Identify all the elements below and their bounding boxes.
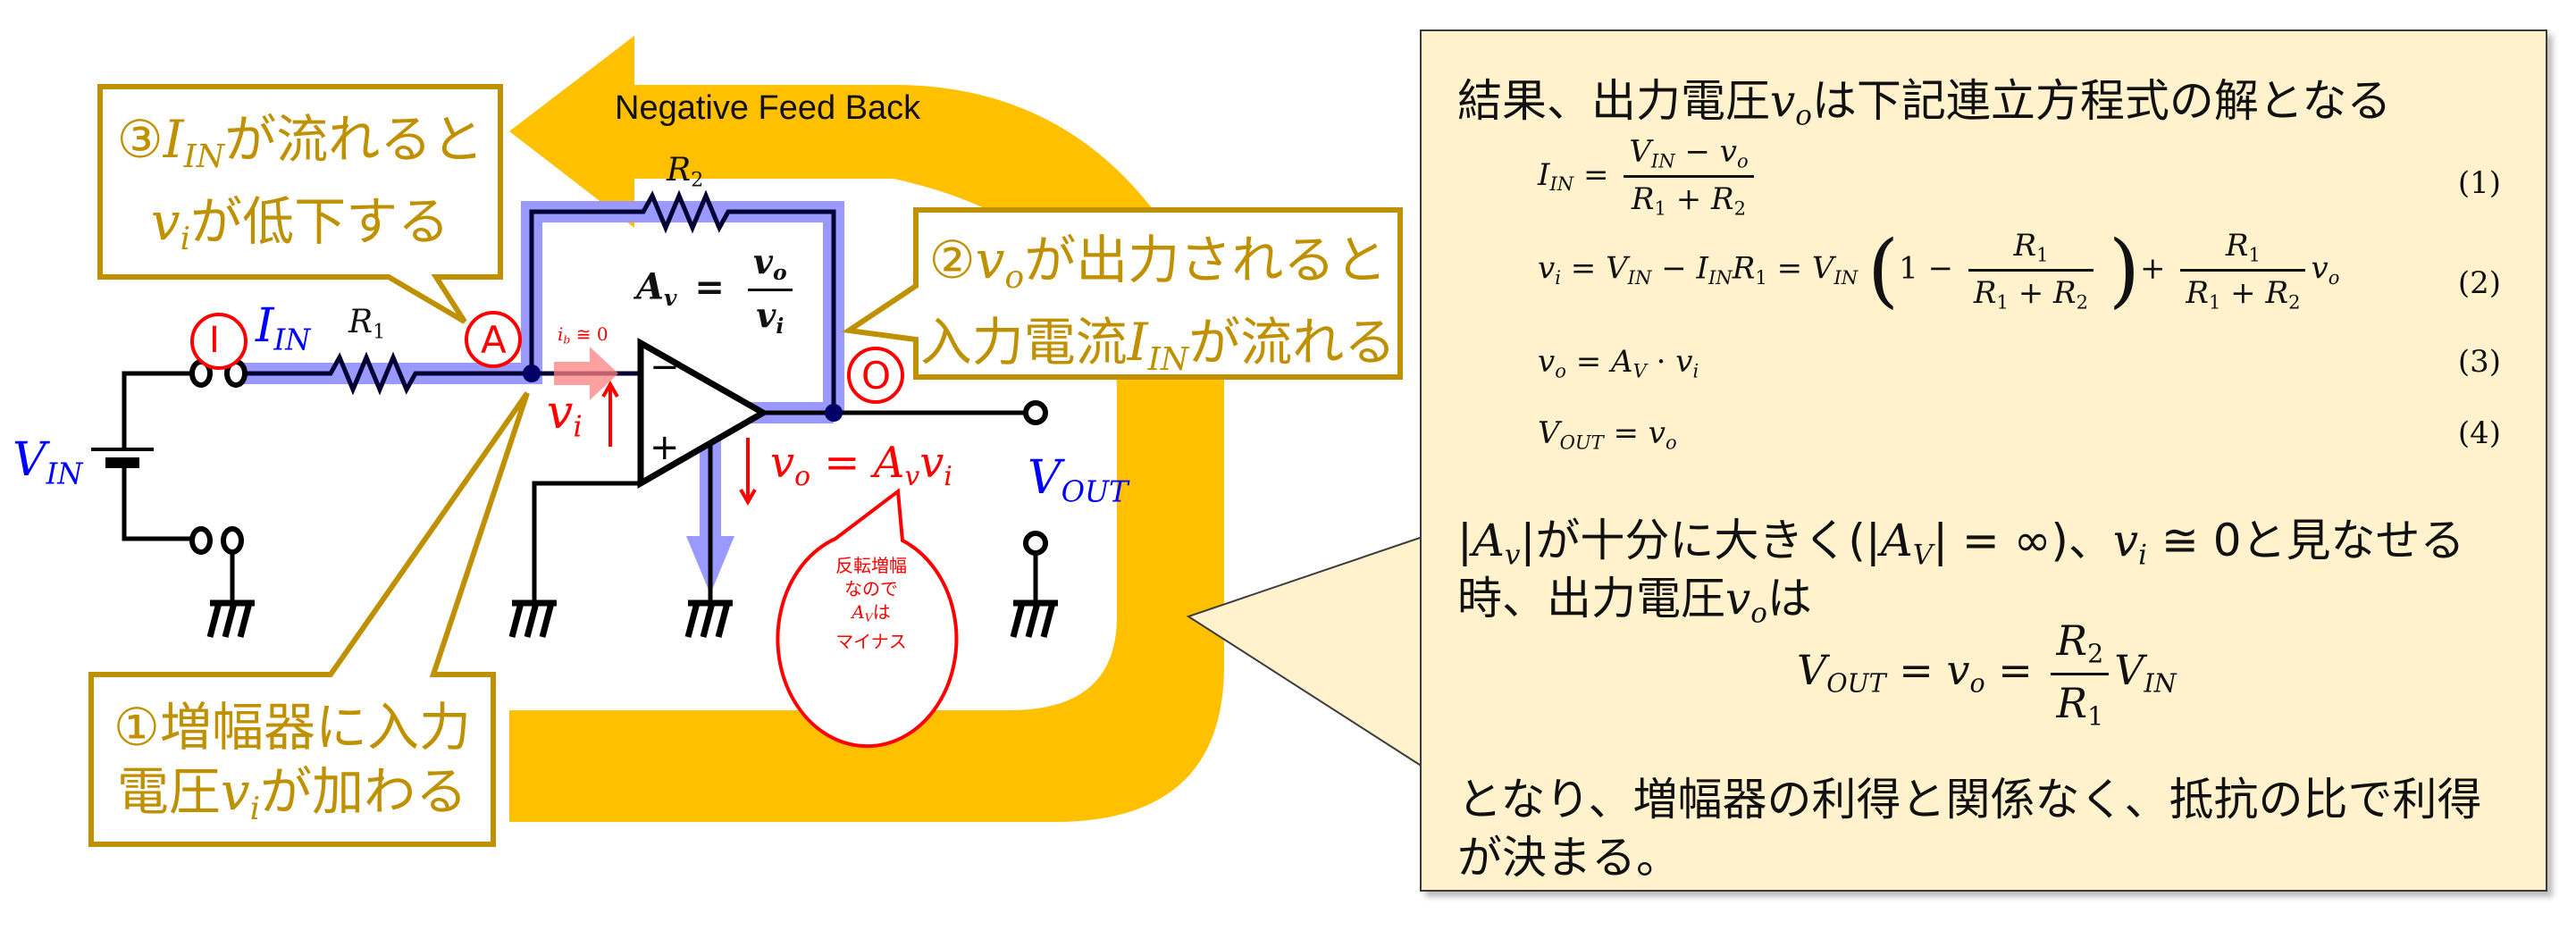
r2-label: R2 [667, 152, 704, 192]
panel-heading: 結果、出力電圧voは下記連立方程式の解となる [1457, 75, 2392, 132]
output-marker-circle [847, 347, 904, 404]
vi-arrow-icon [601, 380, 619, 447]
opamp-triangle [637, 337, 770, 490]
gain-formula: Av = vo vi [636, 241, 798, 339]
negative-feedback-arrow [509, 36, 1224, 822]
battery-icon [91, 448, 154, 468]
vo-arrow-icon [739, 438, 757, 507]
vin-label: VIN [13, 433, 83, 491]
input-marker-circle [190, 313, 248, 370]
vout-label: VOUT [1028, 451, 1129, 509]
node-a-marker: A [481, 318, 507, 362]
equation-3-number: (3) [2457, 344, 2501, 380]
red-note-line3: AVは [852, 601, 891, 624]
opamp-minus: − [650, 347, 680, 388]
callout-step3-shape [97, 84, 503, 324]
input-current-label: IIN [256, 299, 311, 357]
bias-current-label: ib ≅ 0 [558, 323, 608, 347]
red-note-shape [776, 488, 959, 749]
equation-1-number: (1) [2457, 165, 2501, 201]
input-marker: I [209, 320, 220, 361]
red-note-line4: マイナス [835, 630, 907, 652]
equation-4-number: (4) [2457, 415, 2501, 451]
callout-step3-text: ③IINが流れると viが低下する [116, 109, 484, 257]
callout-step1-shape [88, 391, 530, 847]
wires [122, 189, 1038, 603]
equation-3: vo = AV · vi [1538, 344, 1699, 382]
condition-line-1: |Av|が十分に大きく(|AV| = ∞)、vi ≅ 0と見なせる [1457, 515, 2465, 572]
callout-step2-text: ②voが出力されると 入力電流IINが流れる [919, 230, 1397, 378]
feedback-arrow-label: Negative Feed Back [615, 89, 921, 127]
node-a-dot [523, 365, 541, 382]
red-note-line2: なので [844, 578, 898, 599]
red-note: 反転増幅 なので AVは マイナス [818, 554, 925, 653]
vi-label: vi [547, 386, 583, 444]
output-marker: O [861, 354, 892, 398]
condition-line-2: 時、出力電圧voは [1457, 573, 1812, 630]
callout-step2-shape [841, 207, 1403, 380]
output-formula: vo = Avvi [770, 438, 952, 492]
output-node-dot [825, 404, 843, 422]
node-a-marker-circle [465, 311, 522, 368]
equation-4: VOUT = vo [1538, 415, 1677, 454]
conclusion-line-1: となり、増幅器の利得と関係なく、抵抗の比で利得 [1457, 774, 2482, 825]
ground-symbols [206, 599, 1058, 638]
equation-2-number: (2) [2457, 265, 2501, 301]
bias-current-arrow [554, 347, 618, 400]
conclusion-line-2: が決まる。 [1457, 832, 1681, 884]
callout-step1-text: ①増幅器に入力 電圧viが加わる [113, 697, 471, 827]
red-note-line1: 反転増幅 [835, 555, 907, 576]
r1-label: R1 [348, 304, 386, 344]
opamp-plus: + [650, 427, 680, 468]
